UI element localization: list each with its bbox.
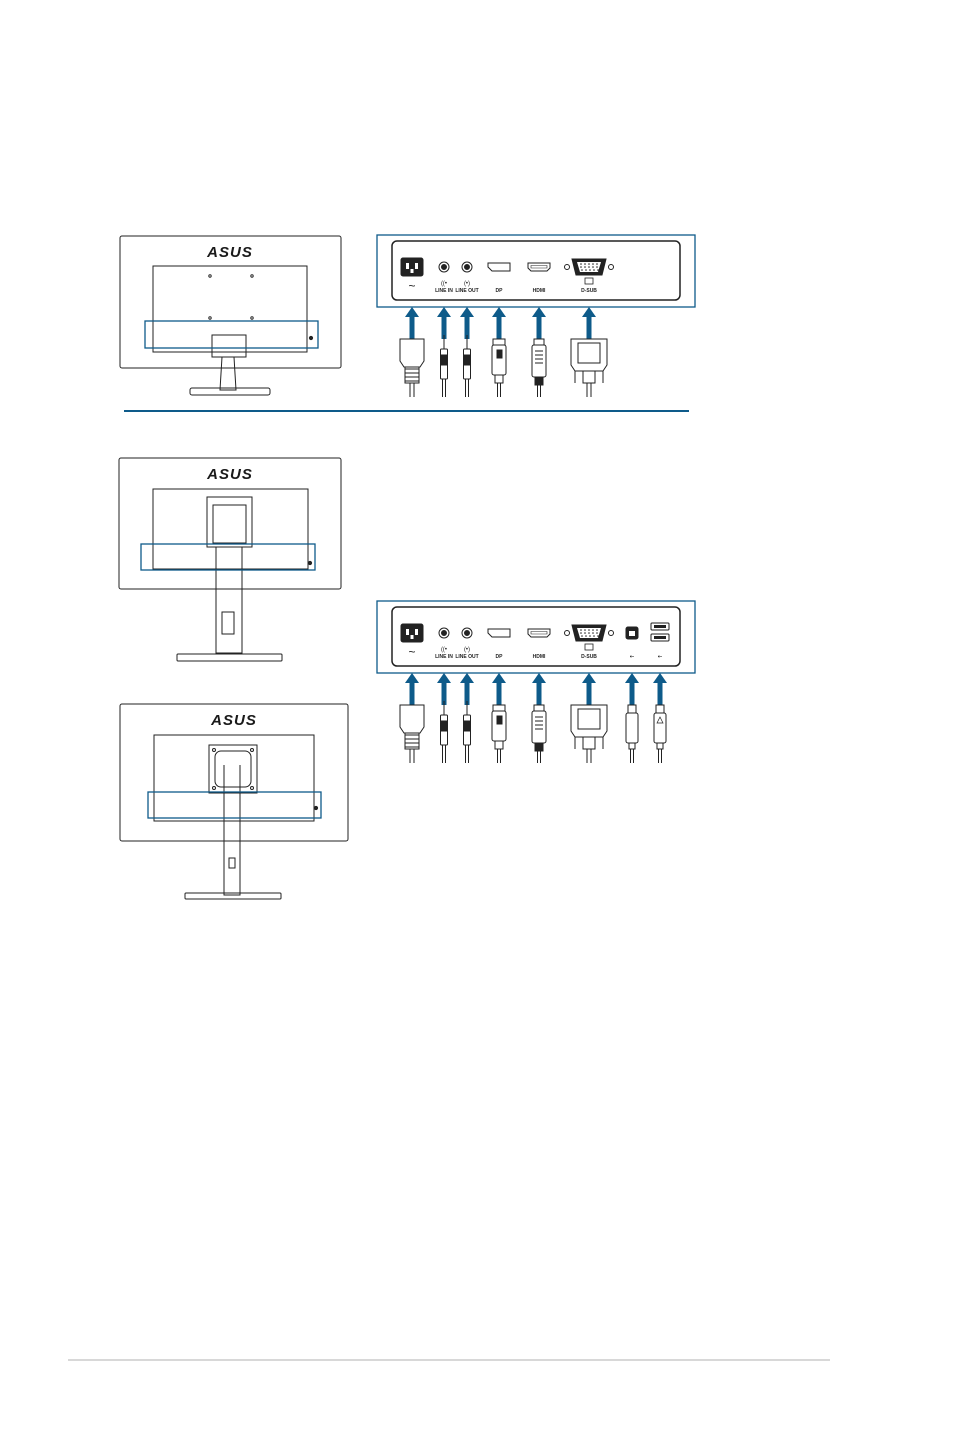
connection-arrow-shaft xyxy=(586,681,592,705)
connection-arrows-a xyxy=(405,307,596,339)
audio-out-cable-plug xyxy=(463,701,471,763)
port-labels-b: ~ ((•LINE IN (•)LINE OUT DP HDMI D-SUB ⇠ ⇠ xyxy=(408,643,663,660)
usb-a-cable-plug xyxy=(653,704,667,763)
power-socket-cable-plug xyxy=(399,704,425,763)
port-label: ⇠ xyxy=(630,654,635,660)
port-label: HDMI xyxy=(533,288,546,294)
port-label: DP xyxy=(496,654,504,660)
audio-out-icon xyxy=(461,627,473,639)
hdmi-icon xyxy=(527,628,551,638)
port-panel-a xyxy=(391,240,681,301)
vga-icon xyxy=(564,258,614,276)
power-socket-cable-plug xyxy=(399,338,425,397)
port-label: DP xyxy=(496,288,504,294)
connection-arrow-head xyxy=(405,673,419,683)
port-label: LINE IN xyxy=(435,654,453,660)
audio-in-icon xyxy=(438,261,450,273)
monitor-rear-view-3 xyxy=(119,703,349,900)
hdmi-icon xyxy=(527,262,551,272)
connection-arrow-head xyxy=(582,307,596,317)
connection-arrow-head xyxy=(532,673,546,683)
power-socket-icon xyxy=(400,257,424,277)
monitor-rear-view-2 xyxy=(118,457,342,662)
connection-arrow-head xyxy=(653,673,667,683)
connection-arrow-head xyxy=(460,673,474,683)
hdmi-cable-plug xyxy=(531,704,547,763)
connection-arrow-head xyxy=(405,307,419,317)
connection-arrow-head xyxy=(532,307,546,317)
connection-arrow-shaft xyxy=(496,315,502,339)
port-highlight-box-1 xyxy=(144,320,319,349)
audio-in-cable-plug xyxy=(440,335,448,397)
connection-arrow-shaft xyxy=(496,681,502,705)
port-label: ~ xyxy=(408,279,415,293)
connection-arrow-shaft xyxy=(536,681,542,705)
connection-arrow-head xyxy=(437,673,451,683)
monitor-symbol-icon xyxy=(584,643,594,651)
audio-in-cable-plug xyxy=(440,701,448,763)
connection-arrow-head xyxy=(460,307,474,317)
displayport-cable-plug xyxy=(491,338,507,397)
hdmi-cable-plug xyxy=(531,338,547,397)
monitor-rear-view-1 xyxy=(119,235,342,396)
audio-out-cable-plug xyxy=(463,335,471,397)
port-label: HDMI xyxy=(533,654,546,660)
port-icons-b xyxy=(400,622,670,643)
port-label: LINE OUT xyxy=(455,654,478,660)
connection-arrow-shaft xyxy=(441,681,447,705)
connection-arrow-shaft xyxy=(441,315,447,339)
connection-arrow-head xyxy=(437,307,451,317)
cables-b xyxy=(399,701,667,763)
connection-arrow-shaft xyxy=(657,681,663,705)
port-highlight-box-2 xyxy=(140,543,316,571)
port-label: D-SUB xyxy=(581,654,597,660)
port-label: ⇠ xyxy=(658,654,663,660)
audio-in-icon xyxy=(438,627,450,639)
connection-arrow-head xyxy=(625,673,639,683)
connection-arrow-shaft xyxy=(629,681,635,705)
port-icons-a xyxy=(400,257,614,277)
audio-out-icon xyxy=(461,261,473,273)
cables-a xyxy=(399,335,608,397)
brand-logo-1: ASUS xyxy=(206,244,253,261)
brand-logo-3: ASUS xyxy=(210,712,257,729)
brand-logo-2: ASUS xyxy=(206,466,253,483)
connection-arrow-shaft xyxy=(464,315,470,339)
connection-arrow-shaft xyxy=(464,681,470,705)
connection-arrows-b xyxy=(405,673,667,705)
port-panel-a-frame xyxy=(376,234,696,308)
connection-arrow-shaft xyxy=(586,315,592,339)
connection-arrow-head xyxy=(582,673,596,683)
displayport-icon xyxy=(487,628,511,638)
audio-symbol-icon: (•) xyxy=(464,647,470,653)
vga-cable-plug xyxy=(570,704,608,763)
port-panel-b-frame xyxy=(376,600,696,674)
audio-symbol-icon: ((• xyxy=(441,281,447,287)
connection-arrow-head xyxy=(492,307,506,317)
port-label: LINE OUT xyxy=(455,288,478,294)
usb-a-icon xyxy=(650,622,670,642)
usb-b-icon xyxy=(625,626,639,640)
audio-symbol-icon: ((• xyxy=(441,647,447,653)
port-panel-b xyxy=(391,606,681,667)
power-socket-icon xyxy=(400,623,424,643)
vga-cable-plug xyxy=(570,338,608,397)
displayport-icon xyxy=(487,262,511,272)
audio-symbol-icon: (•) xyxy=(464,281,470,287)
connection-arrow-shaft xyxy=(536,315,542,339)
usb-b-cable-plug xyxy=(625,704,639,763)
monitor-symbol-icon xyxy=(584,277,594,285)
vga-icon xyxy=(564,624,614,642)
port-label: D-SUB xyxy=(581,288,597,294)
port-highlight-box-3 xyxy=(147,791,322,819)
port-label: LINE IN xyxy=(435,288,453,294)
connection-arrow-head xyxy=(492,673,506,683)
connection-arrow-shaft xyxy=(409,315,415,339)
port-labels-a: ~ ((•LINE IN (•)LINE OUT DP HDMI D-SUB xyxy=(408,277,597,294)
displayport-cable-plug xyxy=(491,704,507,763)
connection-arrow-shaft xyxy=(409,681,415,705)
port-label: ~ xyxy=(408,645,415,659)
